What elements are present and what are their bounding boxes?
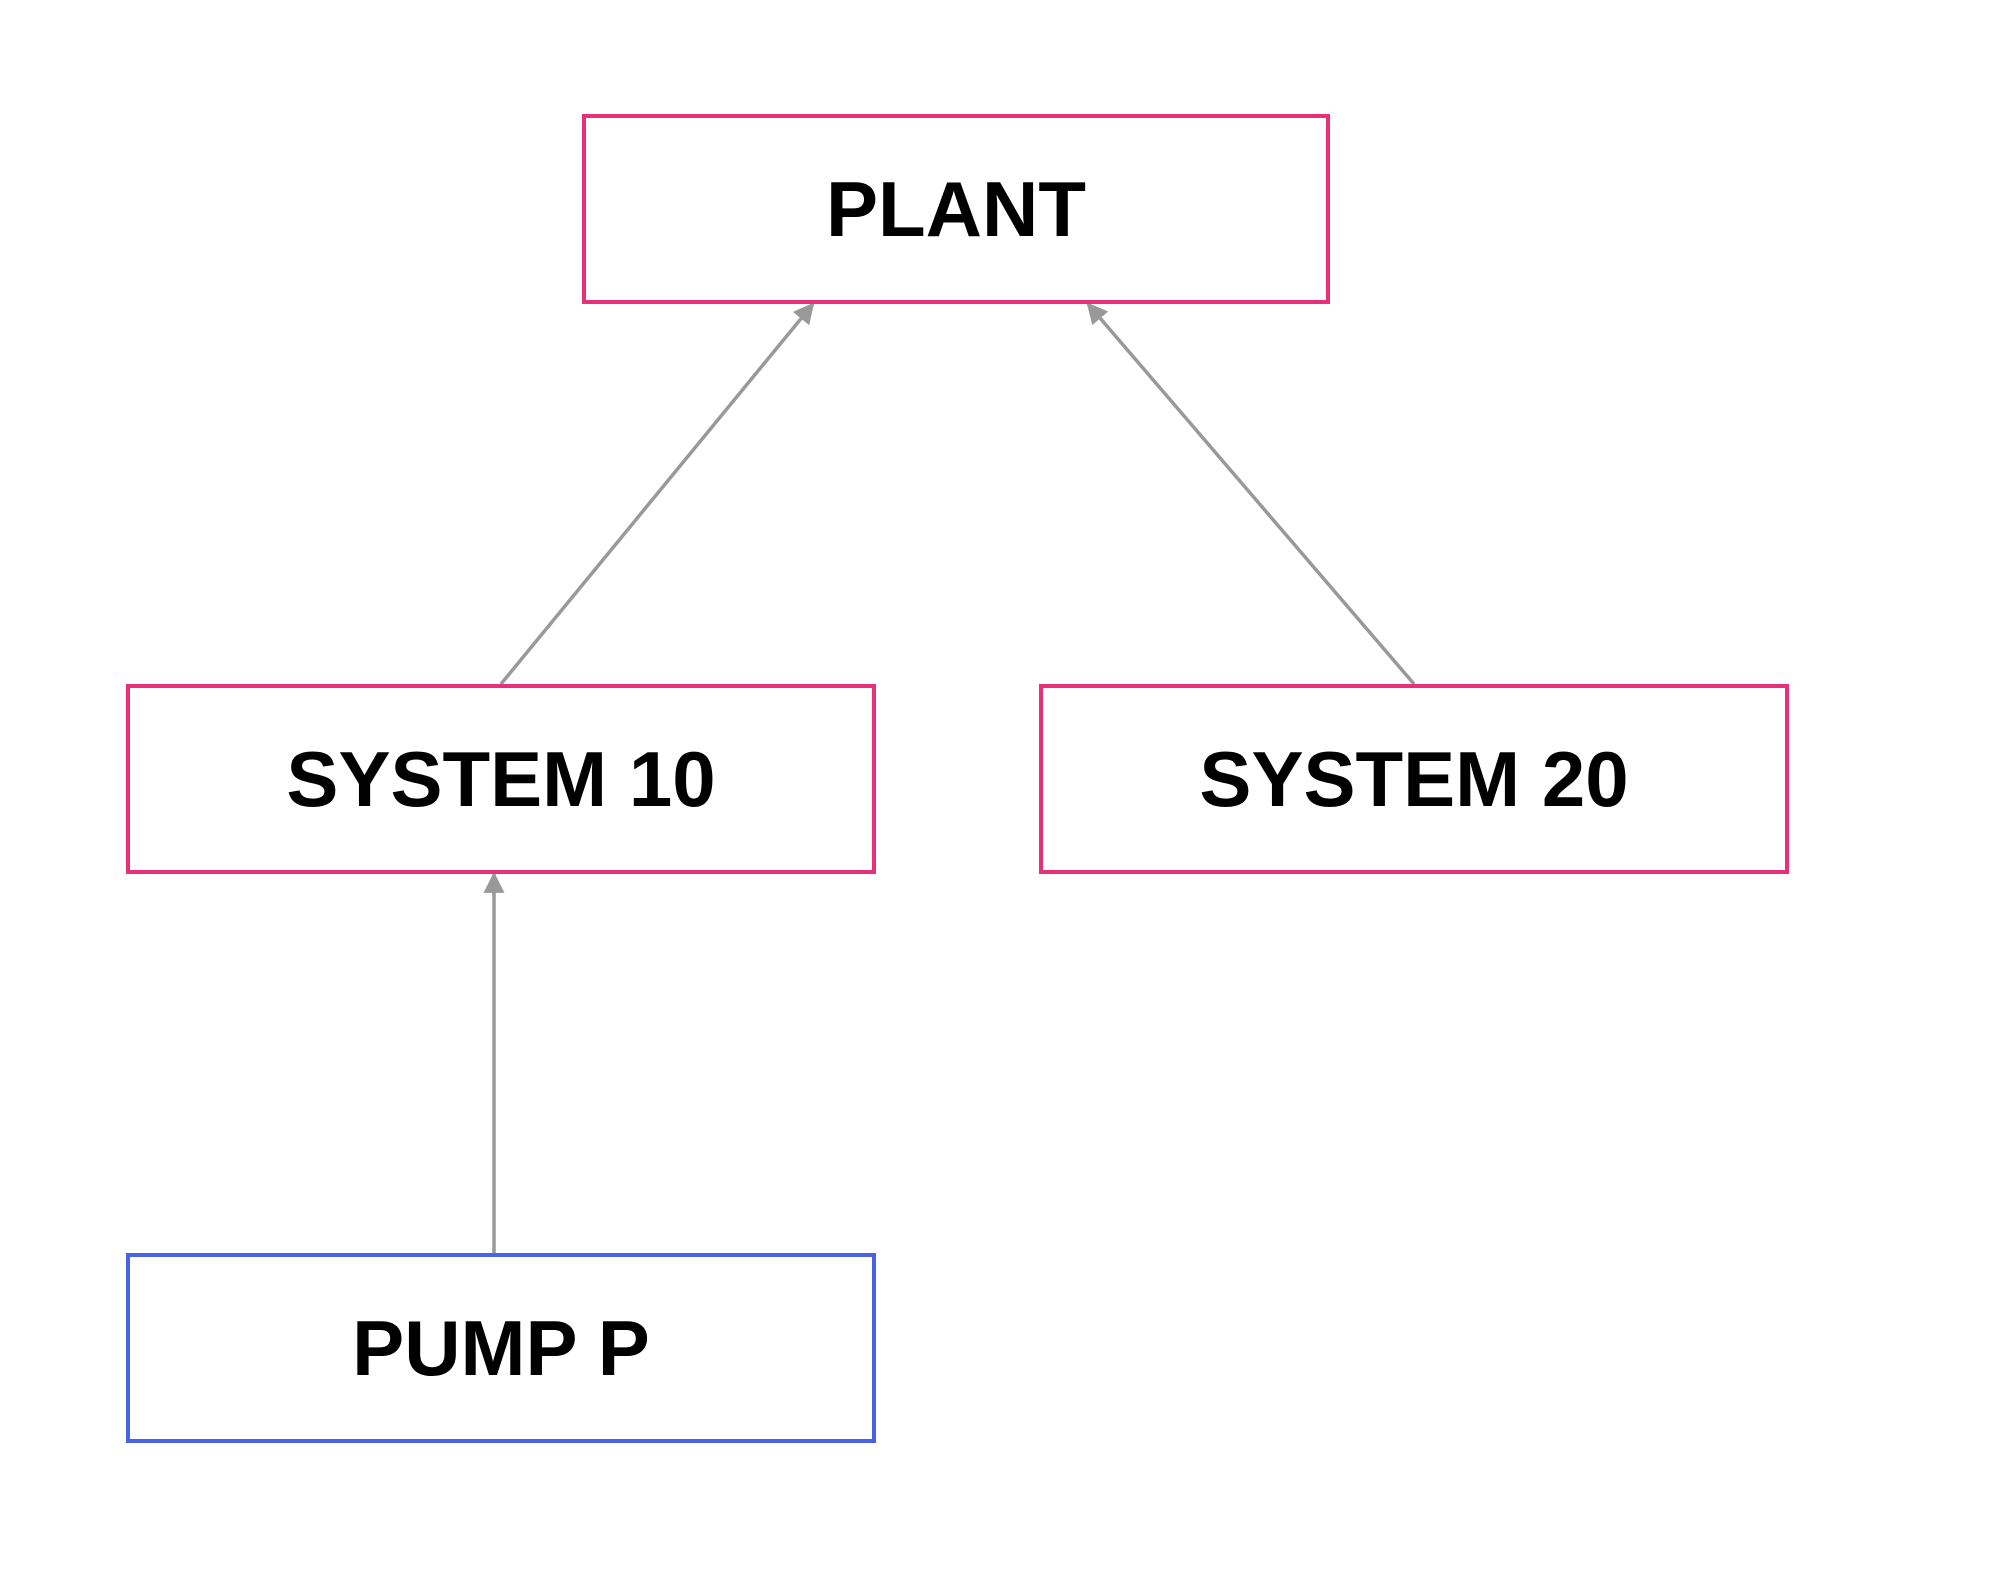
node-plant-label: PLANT (826, 164, 1086, 253)
node-pump-p-label: PUMP P (352, 1303, 650, 1392)
node-system-10-label: SYSTEM 10 (286, 734, 716, 823)
node-system-20[interactable]: SYSTEM 20 (1039, 684, 1789, 874)
edge-system10-to-plant (499, 302, 815, 686)
edge-system20-to-plant (1086, 302, 1416, 686)
node-system-10[interactable]: SYSTEM 10 (126, 684, 876, 874)
node-plant[interactable]: PLANT (582, 114, 1330, 304)
node-system-20-label: SYSTEM 20 (1199, 734, 1629, 823)
node-pump-p[interactable]: PUMP P (126, 1253, 876, 1443)
